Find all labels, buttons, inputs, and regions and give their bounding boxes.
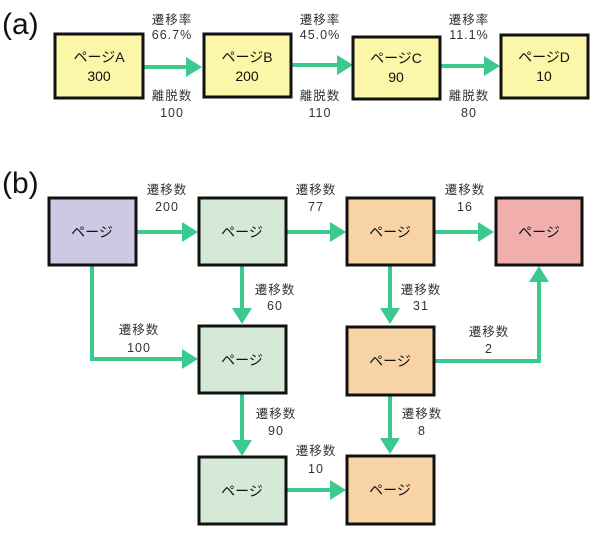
edge-count-9: 8 — [418, 424, 426, 438]
page-c-box: ページC 90 — [351, 35, 442, 101]
edge-count-1: 200 — [155, 200, 179, 214]
page-node-5: ページ — [197, 324, 288, 395]
rate-value-3: 11.1% — [449, 28, 489, 42]
page-b-count: 200 — [235, 68, 259, 84]
page-c-name: ページC — [370, 50, 422, 66]
edge-label-4: 遷移数 — [255, 282, 296, 297]
edge-b1-b2 — [136, 222, 198, 242]
page-b-name: ページB — [221, 49, 272, 65]
page-node-7-label: ページ — [221, 483, 263, 499]
edge-count-10: 10 — [308, 462, 324, 476]
page-a-count: 300 — [87, 68, 111, 84]
page-d-count: 10 — [536, 68, 552, 84]
edge-b2-b3 — [286, 222, 346, 242]
edge-b6-b8 — [380, 396, 400, 454]
edge-b3-b6 — [380, 266, 400, 324]
page-d-box: ページD 10 — [499, 33, 590, 100]
page-node-2: ページ — [197, 196, 288, 267]
edge-b7-b8 — [286, 480, 346, 500]
edge-label-1: 遷移数 — [147, 182, 188, 197]
panel-a-arrow-2 — [291, 55, 353, 75]
page-node-3: ページ — [345, 196, 436, 267]
edge-label-3: 遷移数 — [445, 182, 486, 197]
rate-label-3: 遷移率 — [449, 12, 490, 27]
edge-label-10: 遷移数 — [296, 443, 337, 458]
panel-a-arrow-1 — [142, 57, 202, 77]
page-node-4: ページ — [494, 196, 584, 267]
page-node-2-label: ページ — [221, 224, 263, 240]
edge-count-8: 90 — [268, 424, 284, 438]
exit-label-3: 離脱数 — [449, 88, 490, 103]
edge-label-8: 遷移数 — [256, 406, 297, 421]
panel-b-label: (b) — [2, 167, 39, 200]
page-a-name: ページA — [73, 49, 125, 65]
edge-label-6: 遷移数 — [119, 322, 160, 337]
page-d-name: ページD — [518, 49, 570, 65]
page-a-box: ページA 300 — [53, 32, 145, 100]
edge-label-5: 遷移数 — [401, 282, 442, 297]
page-node-8-label: ページ — [369, 482, 411, 498]
edge-b3-b4 — [434, 222, 494, 242]
edge-label-7: 遷移数 — [469, 324, 510, 339]
page-node-8: ページ — [345, 454, 436, 526]
panel-a-arrow-3 — [440, 56, 500, 76]
rate-label-2: 遷移率 — [300, 12, 341, 27]
page-node-5-label: ページ — [221, 352, 263, 368]
panel-a-label: (a) — [2, 8, 39, 41]
exit-value-1: 100 — [160, 106, 184, 120]
page-node-1: ページ — [47, 196, 138, 267]
exit-label-1: 離脱数 — [152, 88, 193, 103]
page-node-7: ページ — [197, 455, 288, 526]
page-node-1-label: ページ — [71, 224, 113, 240]
page-node-4-label: ページ — [518, 224, 560, 240]
edge-b1-b5 — [90, 265, 198, 369]
exit-value-3: 80 — [461, 106, 477, 120]
page-b-box: ページB 200 — [202, 32, 293, 99]
page-node-6-label: ページ — [369, 353, 411, 369]
exit-label-2: 離脱数 — [300, 88, 341, 103]
edge-label-9: 遷移数 — [402, 406, 443, 421]
edge-count-4: 60 — [267, 299, 283, 313]
edge-label-2: 遷移数 — [296, 182, 337, 197]
edge-count-6: 100 — [127, 341, 151, 355]
edge-b6-b4 — [434, 266, 549, 363]
edge-b2-b5 — [232, 266, 252, 324]
rate-value-1: 66.7% — [152, 28, 192, 42]
edge-count-5: 31 — [413, 299, 429, 313]
page-node-3-label: ページ — [369, 224, 411, 240]
page-node-6: ページ — [345, 325, 436, 397]
edge-count-3: 16 — [457, 200, 473, 214]
rate-value-2: 45.0% — [300, 28, 340, 42]
edge-count-7: 2 — [485, 342, 493, 356]
edge-count-2: 77 — [308, 200, 324, 214]
rate-label-1: 遷移率 — [152, 12, 193, 27]
page-c-count: 90 — [388, 69, 404, 85]
edge-b5-b7 — [232, 394, 252, 456]
exit-value-2: 110 — [309, 106, 332, 120]
